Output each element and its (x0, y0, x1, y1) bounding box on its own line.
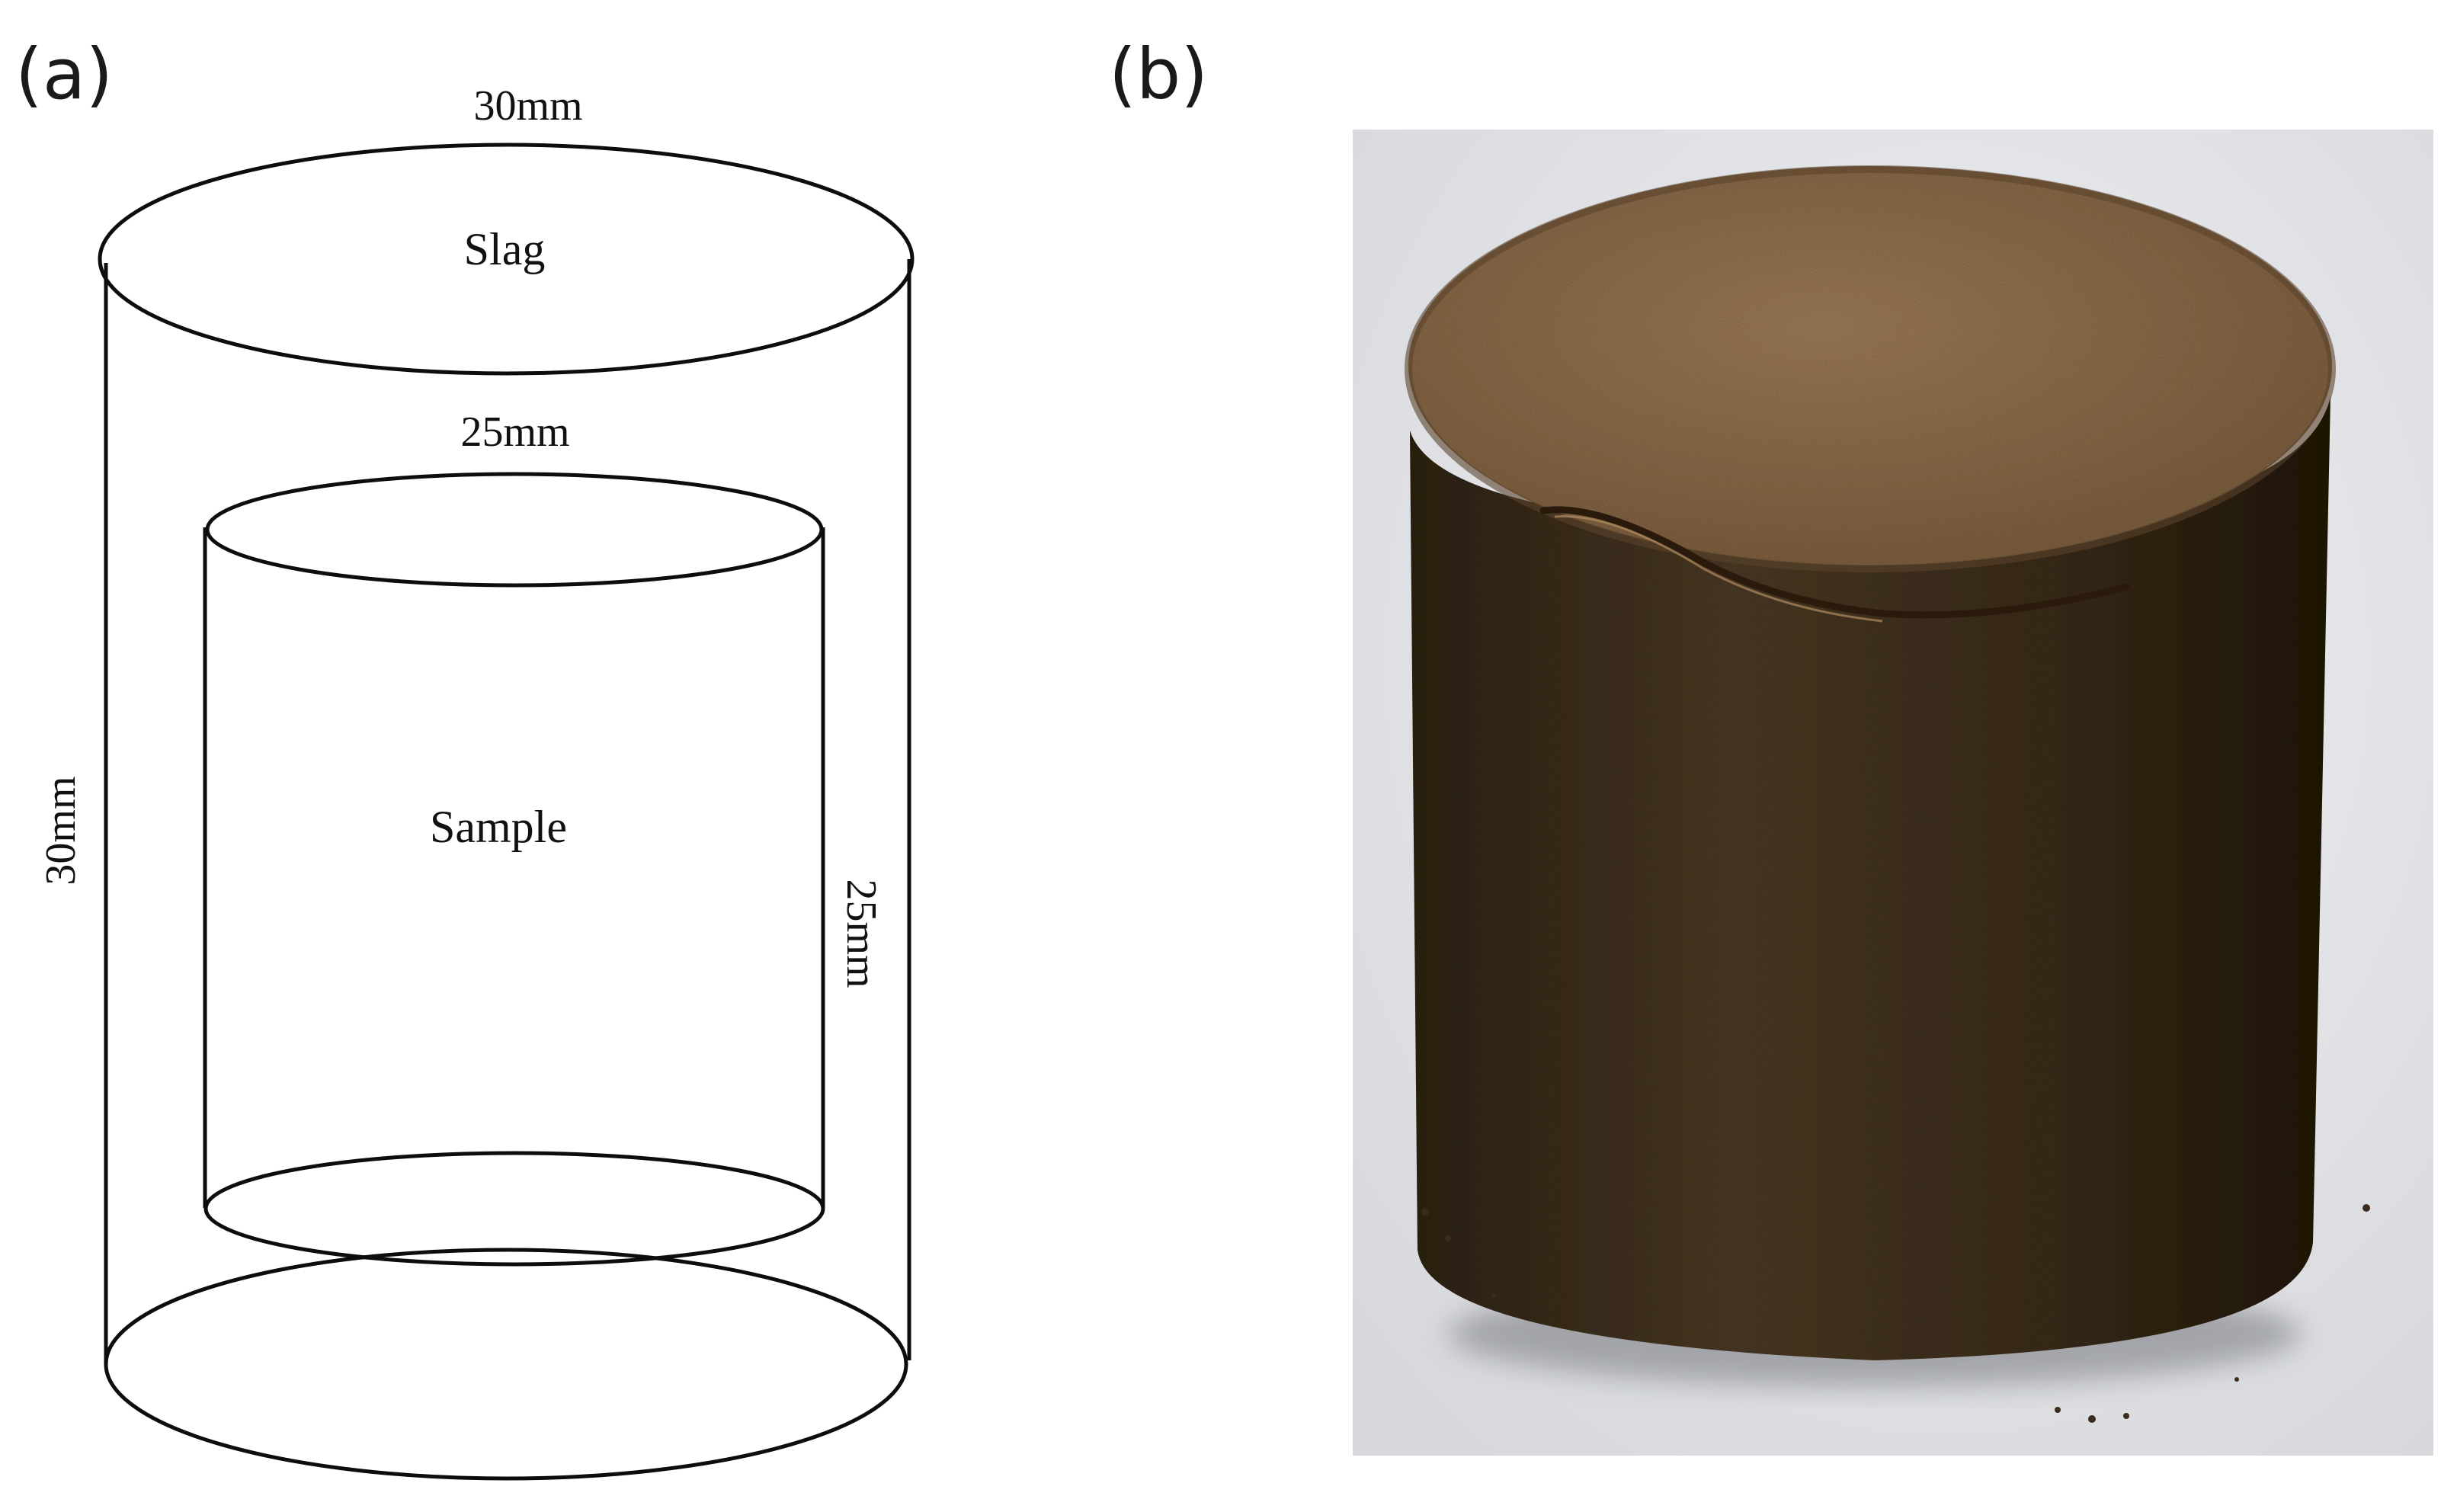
inner-diameter-label: 25mm (460, 408, 569, 456)
specimen-top-rim (1405, 165, 2336, 572)
outer-cylinder-bottom (104, 1248, 908, 1481)
inner-height-label: 25mm (838, 879, 885, 988)
schematic-diagram (98, 143, 915, 1481)
panel-label-b: (b) (1109, 34, 1209, 115)
slag-label: Slag (464, 224, 546, 274)
sample-label: Sample (430, 802, 567, 852)
outer-diameter-label: 30mm (473, 82, 582, 130)
outer-cylinder-top (98, 143, 915, 376)
debris-crumbs (1421, 1204, 2370, 1423)
specimen-body (1410, 396, 2330, 1360)
specimen-photo (1353, 130, 2433, 1456)
specimen-crack-highlight (1554, 515, 1883, 623)
panel-label-a: (a) (15, 34, 114, 115)
outer-height-label: 30mm (37, 776, 85, 885)
inner-cylinder-top (205, 472, 824, 588)
specimen-top-face (1408, 166, 2332, 565)
inner-cylinder-bottom (203, 1151, 825, 1267)
specimen-crack (1539, 506, 2130, 619)
